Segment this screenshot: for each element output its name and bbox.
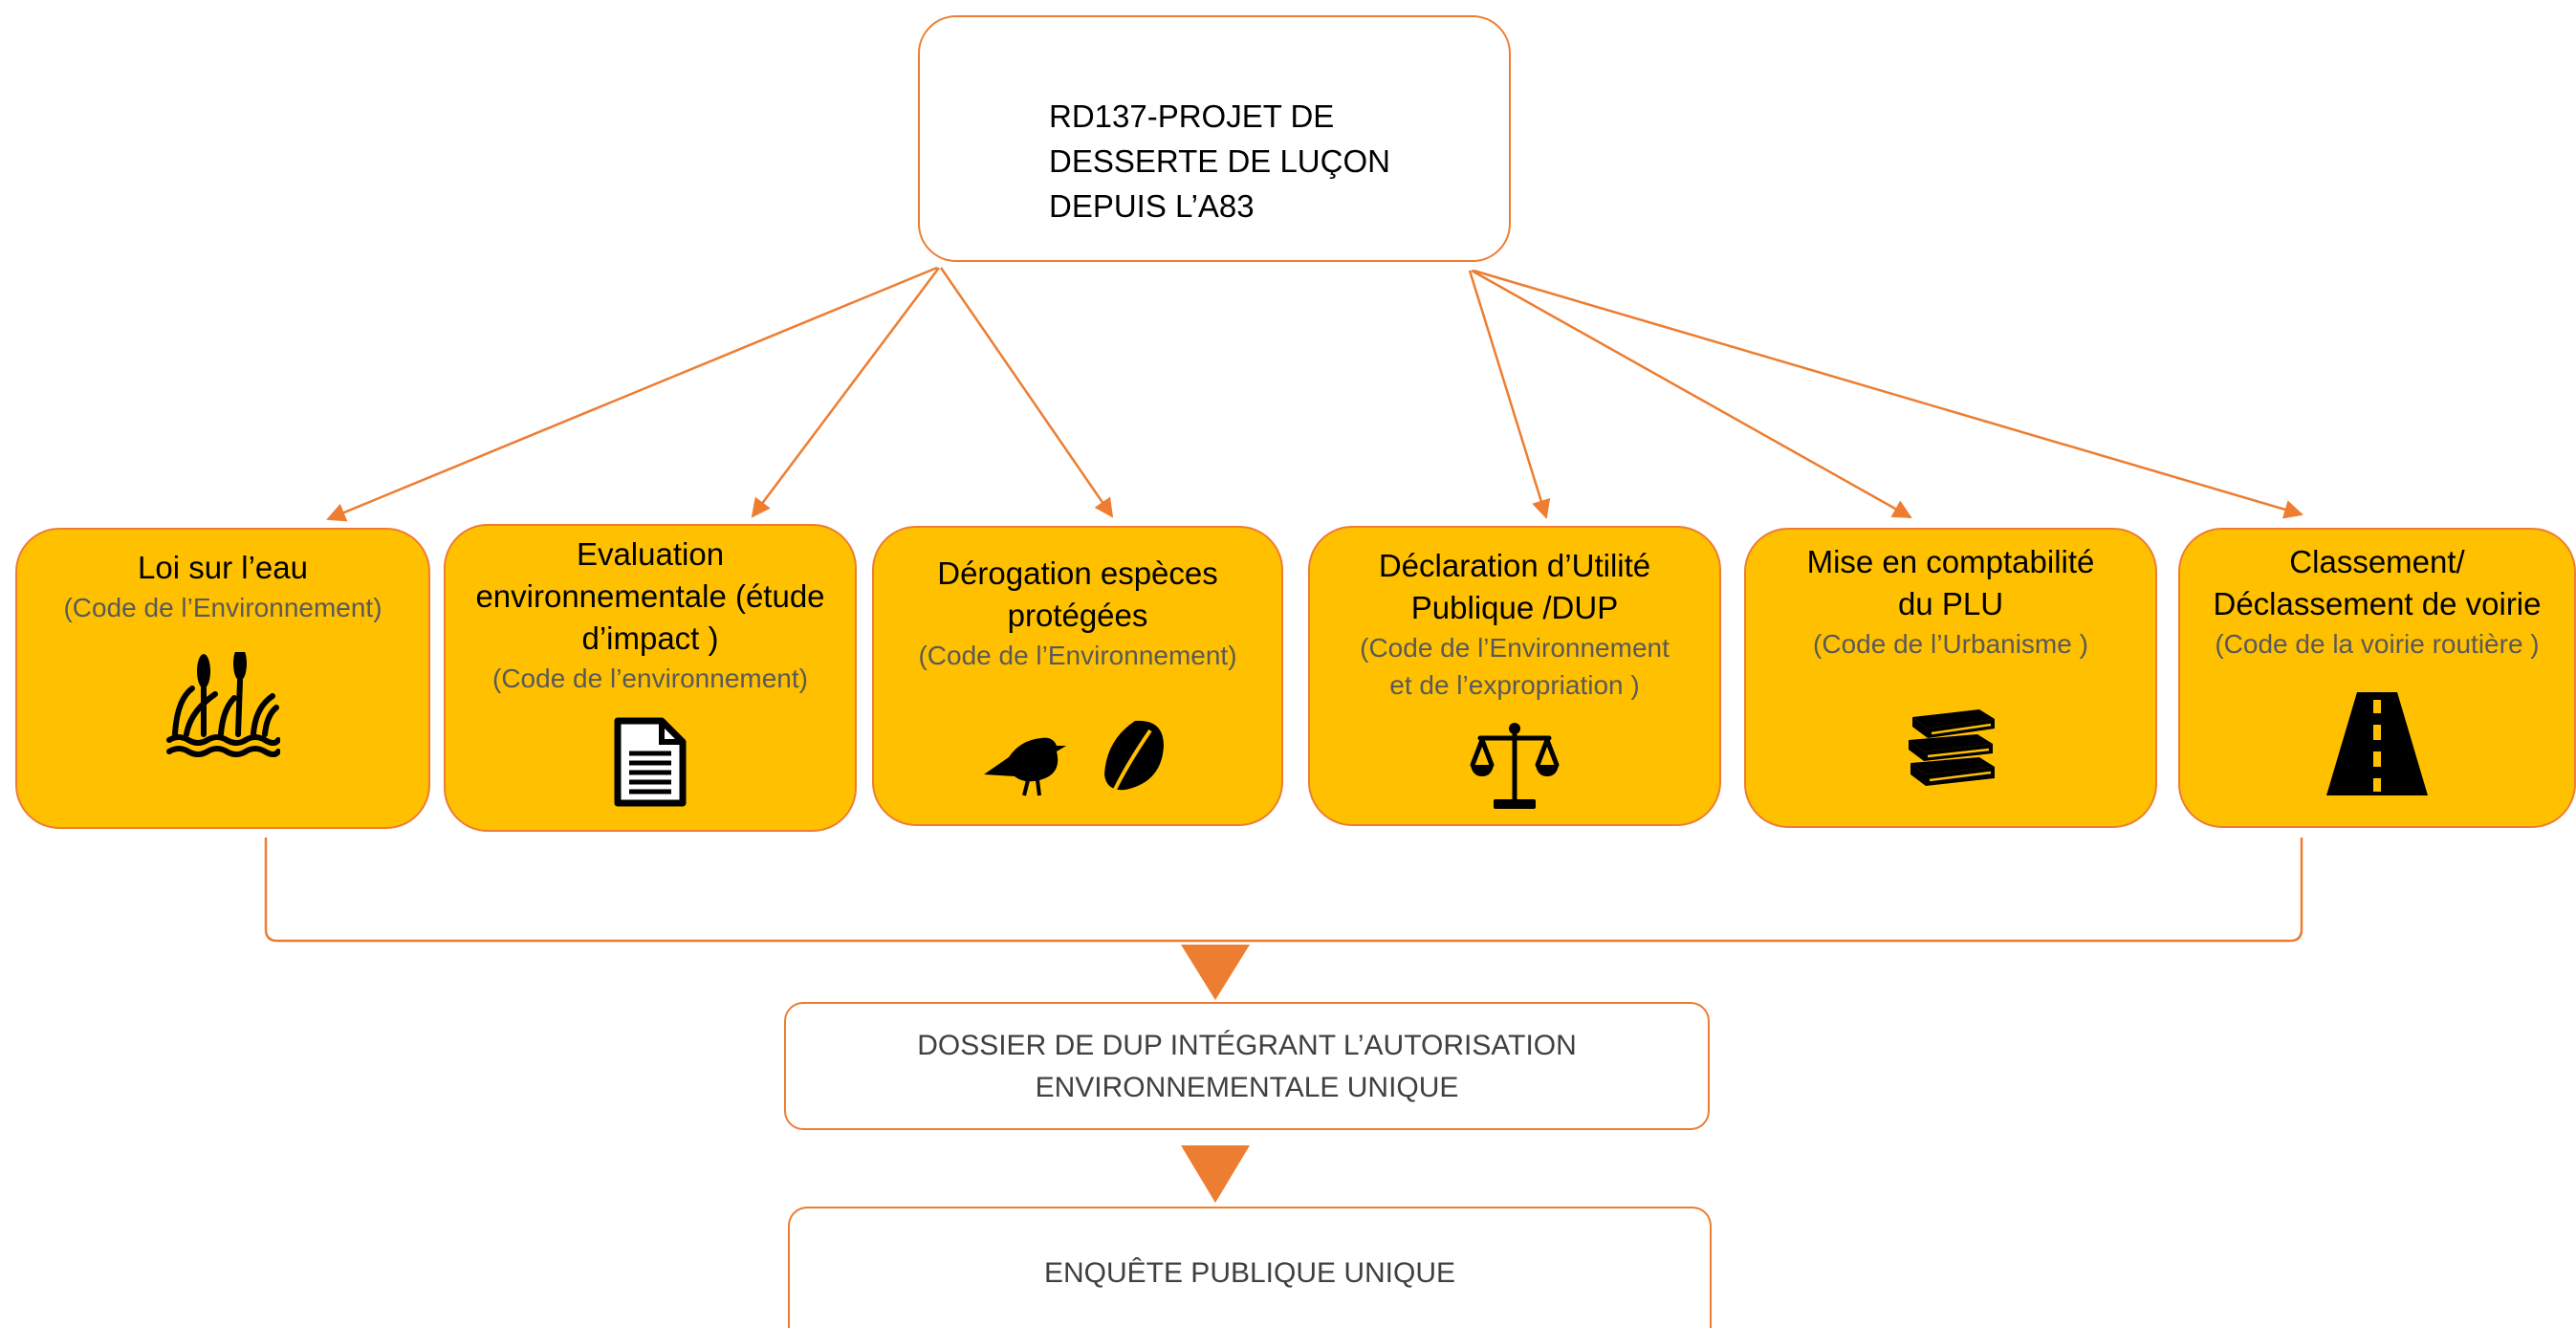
card-title: Déclaration d’Utilité (1378, 548, 1651, 583)
card-title: Déclassement de voirie (2213, 586, 2542, 621)
card-subtitle: (Code de l’Environnement) (918, 641, 1237, 670)
card-title: Mise en comptabilité (1806, 544, 2095, 579)
card-subtitle: et de l’expropriation ) (1389, 670, 1640, 700)
arrow-to-loi-eau (326, 266, 938, 522)
card-subtitle: (Code de l’Environnement (1360, 633, 1670, 663)
card-derogation-especes: Dérogation espèces protégées (Code de l’… (872, 526, 1283, 826)
card-title: Publique /DUP (1410, 590, 1619, 625)
card-title: environnementale (étude (475, 578, 825, 614)
down-triangle-2 (1181, 1145, 1250, 1203)
arrow-to-voirie (1473, 269, 2303, 519)
books-icon (1909, 709, 1995, 786)
dossier-line: DOSSIER DE DUP INTÉGRANT L’AUTORISATION (917, 1030, 1577, 1061)
card-title: Dérogation espèces (937, 555, 1218, 591)
dossier-dup-box: DOSSIER DE DUP INTÉGRANT L’AUTORISATION … (784, 1002, 1710, 1130)
card-subtitle: (Code de la voirie routière ) (2215, 629, 2540, 659)
card-subtitle: (Code de l’Environnement) (63, 593, 382, 622)
card-subtitle: (Code de l’Urbanisme ) (1813, 629, 2088, 659)
card-loi-sur-eau: Loi sur l’eau (Code de l’Environnement) (15, 528, 430, 829)
card-title: d’impact ) (581, 620, 719, 656)
project-title-line: DEPUIS L’A83 (1049, 188, 1255, 224)
project-title-line: RD137-PROJET DE (1049, 98, 1335, 134)
project-box: RD137-PROJET DE DESSERTE DE LUÇON DEPUIS… (918, 15, 1511, 262)
card-title: Evaluation (576, 536, 725, 572)
card-mise-en-comptabilite-plu: Mise en comptabilité du PLU (Code de l’U… (1744, 528, 2157, 828)
road-icon (2326, 692, 2428, 795)
wetland-reeds-icon (166, 652, 280, 757)
arrow-to-plu (1471, 269, 1912, 519)
card-title: du PLU (1897, 586, 2004, 621)
arrow-to-dup (1468, 270, 1551, 519)
dossier-line: ENVIRONNEMENTALE UNIQUE (1035, 1072, 1459, 1103)
card-evaluation-environnementale: Evaluation environnementale (étude d’imp… (444, 524, 857, 832)
card-title: Classement/ (2289, 544, 2465, 579)
arrow-to-evaluation (751, 267, 940, 518)
arrow-to-derogation (939, 267, 1114, 518)
document-icon (614, 717, 687, 807)
card-classement-voirie: Classement/ Déclassement de voirie (Code… (2178, 528, 2576, 828)
merge-bracket (264, 838, 2303, 943)
scales-icon (1470, 723, 1560, 809)
card-subtitle: (Code de l’environnement) (492, 664, 808, 693)
card-title: protégées (1007, 598, 1148, 633)
project-title-line: DESSERTE DE LUÇON (1049, 143, 1390, 179)
bird-and-leaf-icon (984, 720, 1164, 796)
down-triangle-1 (1181, 945, 1250, 1000)
card-declaration-utilite-publique: Déclaration d’Utilité Publique /DUP (Cod… (1308, 526, 1721, 826)
project-title: RD137-PROJET DE DESSERTE DE LUÇON DEPUIS… (1049, 94, 1489, 229)
enquete-publique-box: ENQUÊTE PUBLIQUE UNIQUE (788, 1207, 1712, 1328)
enquete-text: ENQUÊTE PUBLIQUE UNIQUE (1043, 1257, 1456, 1289)
card-title: Loi sur l’eau (138, 550, 308, 585)
